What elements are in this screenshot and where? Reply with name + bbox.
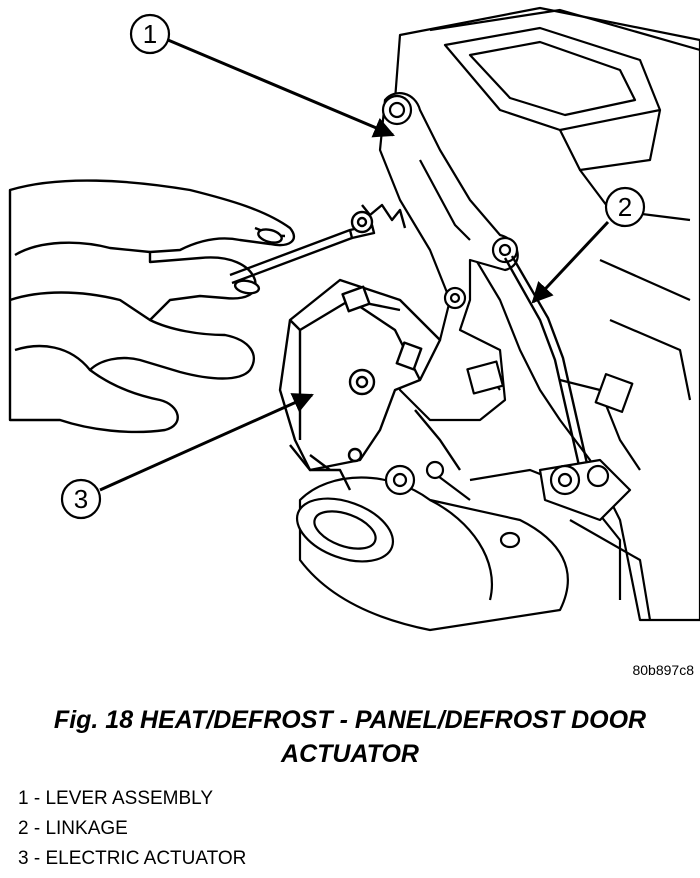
linkage-bracket xyxy=(384,458,632,522)
callout-3: 3 xyxy=(60,393,314,520)
electric-actuator xyxy=(278,278,461,491)
figure-caption: Fig. 18 HEAT/DEFROST - PANEL/DEFROST DOO… xyxy=(0,703,700,771)
lever-assembly xyxy=(378,92,519,422)
callout-3-number: 3 xyxy=(74,484,88,514)
hand-with-screwdriver xyxy=(8,179,407,434)
actuator-diagram: 1 2 3 xyxy=(8,6,700,632)
hvac-housing xyxy=(393,6,700,622)
caption-line-1: Fig. 18 HEAT/DEFROST - PANEL/DEFROST DOO… xyxy=(53,706,647,734)
lower-duct xyxy=(295,476,569,632)
legend-item-lever-assembly: 1 - LEVER ASSEMBLY xyxy=(18,788,214,809)
legend-item-electric-actuator: 3 - ELECTRIC ACTUATOR xyxy=(18,848,247,869)
parts-legend: 1 - LEVER ASSEMBLY 2 - LINKAGE 3 - ELECT… xyxy=(18,784,246,874)
figure-code: 80b897c8 xyxy=(632,662,694,678)
callout-2-number: 2 xyxy=(618,192,632,222)
callout-2: 2 xyxy=(531,186,646,304)
callout-1: 1 xyxy=(129,13,395,138)
linkage-rod xyxy=(503,255,590,471)
callout-1-number: 1 xyxy=(143,19,157,49)
legend-item-linkage: 2 - LINKAGE xyxy=(18,818,128,839)
caption-line-2: ACTUATOR xyxy=(281,740,419,768)
